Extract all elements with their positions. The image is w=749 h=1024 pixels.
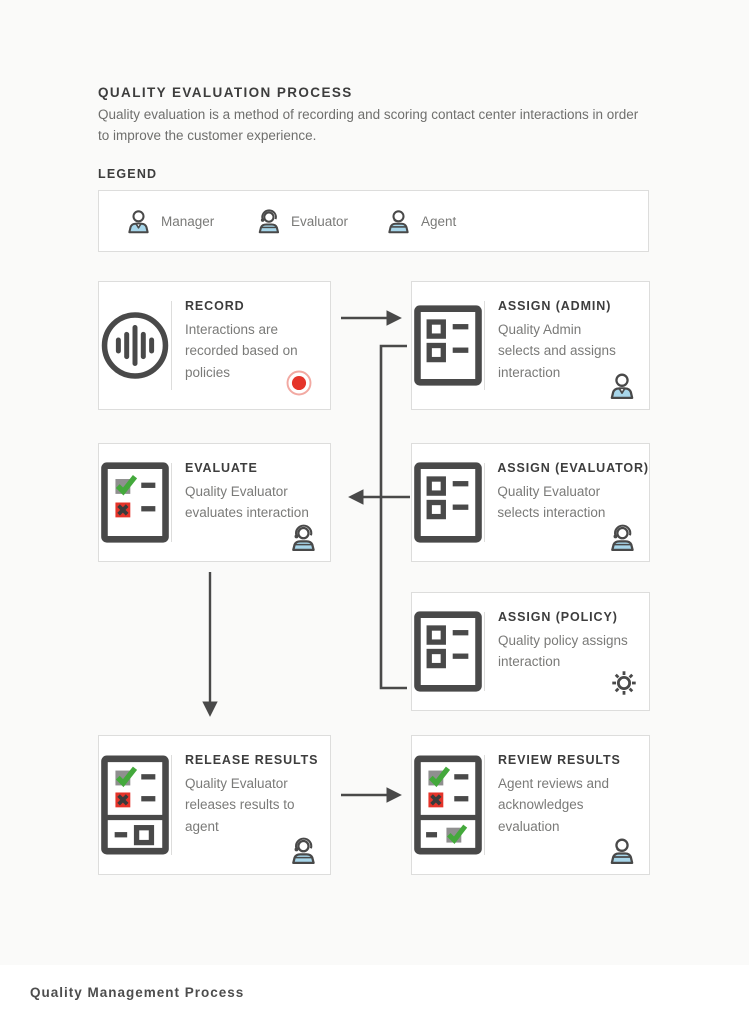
step-description: Agent reviews and acknowledges evaluatio…: [498, 776, 610, 834]
divider: [484, 755, 485, 855]
page-title: QUALITY EVALUATION PROCESS: [98, 85, 353, 100]
gear-icon: [609, 668, 639, 698]
step-description: Quality Admin selects and assigns intera…: [498, 322, 616, 380]
legend-item-label: Evaluator: [291, 213, 349, 229]
step-description: Quality Evaluator releases results to ag…: [185, 776, 295, 834]
step-title: RELEASE RESULTS: [185, 753, 319, 767]
step-title: REVIEW RESULTS: [498, 753, 621, 767]
checklist-icon: [412, 282, 484, 409]
divider: [171, 463, 172, 542]
step-title: ASSIGN (ADMIN): [498, 299, 612, 313]
page-description: Quality evaluation is a method of record…: [98, 107, 639, 143]
audio-waveform-icon: [99, 282, 171, 409]
legend-item-label: Agent: [421, 213, 457, 229]
legend-item-evaluator: Evaluator: [255, 208, 385, 235]
checklist-icon: [412, 593, 484, 710]
step-description: Quality Evaluator evaluates interaction: [185, 484, 309, 521]
legend-item-agent: Agent: [385, 208, 515, 235]
step-description: Quality policy assigns interaction: [498, 633, 628, 670]
step-assign-policy: ASSIGN (POLICY) Quality policy assigns i…: [411, 592, 650, 711]
divider: [484, 612, 485, 691]
legend-label: LEGEND: [98, 167, 158, 181]
evaluator-icon: [255, 208, 282, 235]
divider: [171, 755, 172, 855]
manager-icon: [607, 371, 637, 401]
results-acknowledged-checklist-icon: [412, 736, 484, 874]
step-release-results: RELEASE RESULTS Quality Evaluator releas…: [98, 735, 331, 875]
step-description: Interactions are recorded based on polic…: [185, 322, 298, 380]
diagram-canvas: QUALITY EVALUATION PROCESS Quality evalu…: [98, 85, 650, 875]
agent-icon: [385, 208, 412, 235]
step-title: ASSIGN (POLICY): [498, 610, 618, 624]
manager-icon: [125, 208, 152, 235]
divider: [484, 301, 485, 390]
footer-title: Quality Management Process: [30, 985, 245, 1000]
step-review-results: REVIEW RESULTS Agent reviews and acknowl…: [411, 735, 650, 875]
step-title: EVALUATE: [185, 461, 258, 475]
checklist-icon: [412, 444, 484, 561]
legend-item-manager: Manager: [125, 208, 255, 235]
agent-icon: [607, 836, 637, 866]
legend-item-label: Manager: [161, 213, 215, 229]
step-title: RECORD: [185, 299, 245, 313]
evaluator-icon: [288, 836, 318, 866]
legend-box: Manager Evaluator Agent: [98, 190, 649, 252]
evaluation-checklist-icon: [99, 444, 171, 561]
step-evaluate: EVALUATE Quality Evaluator evaluates int…: [98, 443, 331, 562]
divider: [171, 301, 172, 390]
evaluator-icon: [607, 523, 637, 553]
step-title: ASSIGN (EVALUATOR): [497, 461, 649, 475]
step-assign-admin: ASSIGN (ADMIN) Quality Admin selects and…: [411, 281, 650, 410]
footer: Quality Management Process: [0, 965, 749, 1024]
record-indicator-icon: [284, 368, 314, 398]
evaluator-icon: [288, 523, 318, 553]
step-record: RECORD Interactions are recorded based o…: [98, 281, 331, 410]
step-assign-evaluator: ASSIGN (EVALUATOR) Quality Evaluator sel…: [411, 443, 650, 562]
results-checklist-icon: [99, 736, 171, 874]
step-description: Quality Evaluator selects interaction: [497, 484, 606, 521]
